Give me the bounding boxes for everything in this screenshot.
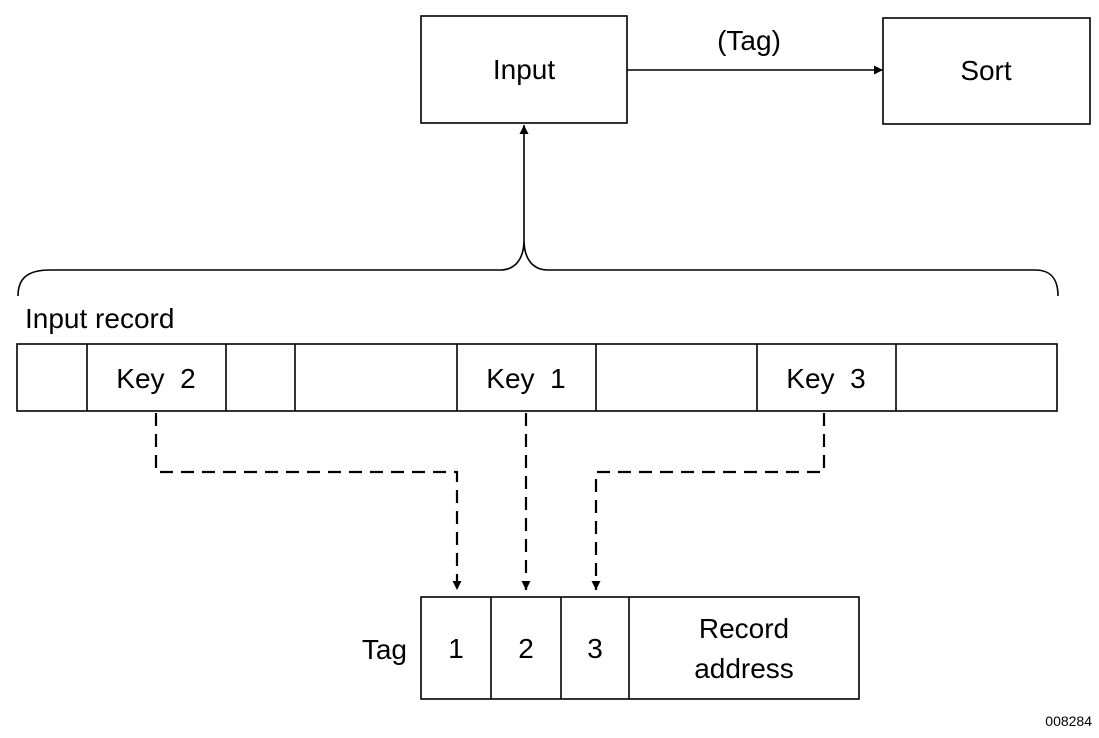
input-record-row (16, 343, 1058, 412)
figure-id: 008284 (1045, 713, 1092, 729)
tag-field-1: 1 (448, 633, 464, 664)
tag-arrow-label: (Tag) (717, 25, 781, 56)
key2-connector (154, 413, 462, 590)
input-record-label: Input record (25, 303, 174, 334)
key1-field: Key 1 (486, 363, 565, 394)
input-box-label: Input (493, 54, 555, 85)
tag-row (420, 596, 860, 700)
tag-label: Tag (362, 634, 407, 665)
tag-field-3: 3 (587, 633, 603, 664)
record-address-line2: address (694, 653, 794, 684)
key3-connector (591, 413, 826, 590)
sort-box-label: Sort (960, 55, 1012, 86)
record-address-line1: Record (699, 613, 789, 644)
key2-field: Key 2 (116, 363, 195, 394)
record-brace (17, 239, 1059, 297)
sort-box (882, 17, 1091, 125)
tag-field-2: 2 (518, 633, 534, 664)
key3-field: Key 3 (786, 363, 865, 394)
